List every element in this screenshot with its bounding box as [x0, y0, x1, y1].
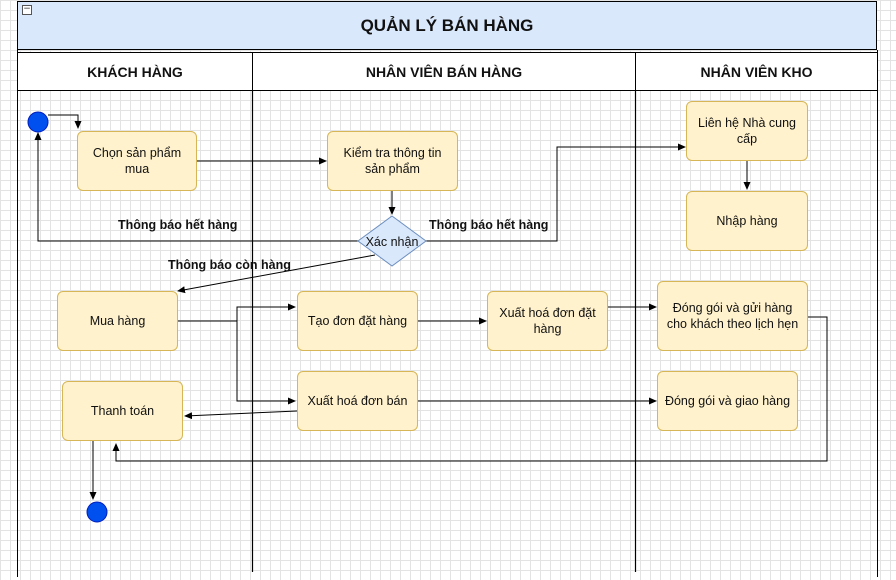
node-thanh-toan[interactable]: Thanh toán [62, 381, 183, 441]
node-kiem-tra[interactable]: Kiểm tra thông tin sản phẩm [327, 131, 458, 191]
node-label: Tạo đơn đặt hàng [307, 313, 408, 328]
node-nhap-hang[interactable]: Nhập hàng [686, 191, 808, 251]
start-node[interactable] [27, 111, 49, 133]
edge-donggoigui-to-thanhtoan [112, 316, 828, 462]
edge-xacnhan-to-lienhe [426, 143, 686, 242]
node-label: Xuất hoá đơn đặt hàng [499, 305, 596, 336]
node-xuat-hoa-don-ban[interactable]: Xuất hoá đơn bán [297, 371, 418, 431]
lane-label: KHÁCH HÀNG [87, 63, 183, 80]
decision-label: Xác nhận [365, 235, 419, 249]
pool-title-text: QUẢN LÝ BÁN HÀNG [360, 15, 534, 35]
edge-muahang-to-taodon [178, 303, 296, 322]
node-label: Nhập hàng [716, 213, 778, 228]
end-node[interactable] [86, 501, 108, 523]
lane-header-nv-kho: NHÂN VIÊN KHO [635, 52, 878, 91]
edge-label-het-hang-left: Thông báo hết hàng [118, 218, 238, 232]
node-label: Chọn sản phẩm mua [92, 145, 182, 176]
node-xuat-hoa-don-dat[interactable]: Xuất hoá đơn đặt hàng [487, 291, 608, 351]
lane-header-nv-ban-hang: NHÂN VIÊN BÁN HÀNG [252, 52, 636, 91]
node-dong-goi-giao[interactable]: Đóng gói và giao hàng [657, 371, 798, 431]
pool-title: QUẢN LÝ BÁN HÀNG [17, 1, 877, 50]
collapse-icon[interactable]: − [22, 4, 32, 15]
edge-label-het-hang-right: Thông báo hết hàng [429, 218, 549, 232]
node-label: Liên hệ Nhà cung cấp [698, 115, 796, 146]
edge-label-con-hang: Thông báo còn hàng [168, 258, 291, 272]
lane-label: NHÂN VIÊN KHO [700, 63, 813, 80]
node-label: Kiểm tra thông tin sản phẩm [343, 145, 442, 176]
lane-label: NHÂN VIÊN BÁN HÀNG [365, 63, 523, 80]
node-chon-san-pham[interactable]: Chọn sản phẩm mua [77, 131, 197, 191]
node-label: Thanh toán [90, 403, 155, 418]
edge-xuatban-to-thanhtoan [184, 410, 298, 420]
edge-xacnhan-to-muahang [177, 254, 376, 294]
node-label: Đóng gói và giao hàng [664, 393, 791, 408]
node-mua-hang[interactable]: Mua hàng [57, 291, 178, 351]
node-label: Xuất hoá đơn bán [307, 393, 408, 408]
node-label: Đóng gói và gửi hàng cho khách theo lịch… [666, 300, 799, 331]
decision-diamond[interactable] [357, 215, 427, 267]
node-label: Mua hàng [89, 313, 146, 328]
edge-muahang-to-xuatban [236, 321, 296, 405]
edge-xacnhan-to-start [34, 132, 358, 242]
node-dong-goi-gui[interactable]: Đóng gói và gửi hàng cho khách theo lịch… [657, 281, 808, 351]
lane-header-khach-hang: KHÁCH HÀNG [17, 52, 253, 91]
node-lien-he-ncc[interactable]: Liên hệ Nhà cung cấp [686, 101, 808, 161]
edge-start-to-chon [48, 114, 82, 129]
node-tao-don[interactable]: Tạo đơn đặt hàng [297, 291, 418, 351]
